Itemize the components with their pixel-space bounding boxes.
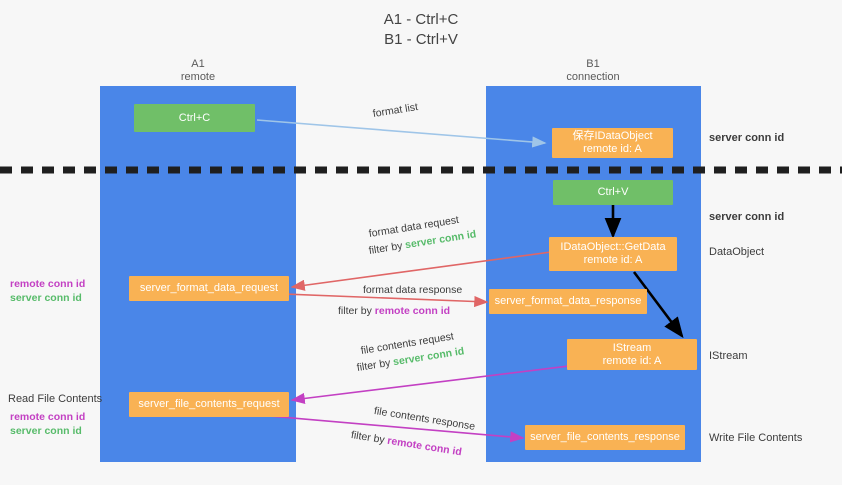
- box-getdata-line2: remote id: A: [583, 254, 643, 266]
- box-ctrl-v[interactable]: Ctrl+V: [553, 180, 673, 205]
- box-server-format-data-request[interactable]: server_format_data_request: [129, 276, 289, 301]
- box-store-idataobject[interactable]: 保存IDataObject remote id: A: [552, 128, 673, 158]
- title-line-2: B1 - Ctrl+V: [384, 31, 458, 48]
- column-header-a1-name: A1: [191, 58, 205, 70]
- label-format-data-response: format data response: [363, 284, 463, 296]
- box-istream-line1: IStream: [612, 341, 652, 354]
- box-getdata[interactable]: IDataObject::GetData remote id: A: [549, 237, 677, 271]
- note-istream: IStream: [709, 350, 748, 362]
- note-read-file-contents: Read File Contents: [8, 393, 103, 405]
- label-file-contents-response: file contents response: [373, 405, 476, 433]
- box-server-format-data-response[interactable]: server_format_data_response: [489, 289, 647, 314]
- box-ctrl-c-label: Ctrl+C: [178, 111, 211, 124]
- filter-prefix: filter by: [350, 429, 389, 447]
- label-format-list: format list: [371, 101, 419, 121]
- note-server-conn-id-top: server conn id: [709, 132, 785, 144]
- box-server-format-data-request-label: server_format_data_request: [139, 282, 279, 294]
- column-header-a1: A1 remote: [118, 58, 278, 84]
- box-server-file-contents-response[interactable]: server_file_contents_response: [525, 425, 685, 450]
- box-istream-line2: remote id: A: [602, 354, 662, 367]
- box-getdata-line1: IDataObject::GetData: [560, 241, 666, 253]
- column-header-b1-name: B1: [586, 58, 600, 70]
- note-write-file-contents: Write File Contents: [709, 432, 803, 444]
- filter-key-remote-conn-id: remote conn id: [386, 434, 463, 459]
- box-istream[interactable]: IStream remote id: A: [567, 339, 697, 370]
- title-line-1: A1 - Ctrl+C: [383, 11, 459, 28]
- label-format-data-response-filter: filter by remote conn id: [338, 305, 450, 318]
- label-file-contents-response-filter: filter by remote conn id: [350, 429, 463, 459]
- box-server-file-contents-request-label: server_file_contents_request: [138, 398, 280, 410]
- note-dataobject: DataObject: [709, 246, 765, 258]
- box-server-file-contents-request[interactable]: server_file_contents_request: [129, 392, 289, 417]
- column-header-a1-sub: remote: [180, 71, 216, 83]
- note-file-server-conn-id: server conn id: [10, 425, 82, 437]
- note-format-remote-conn-id: remote conn id: [10, 278, 86, 290]
- page-title: A1 - Ctrl+C B1 - Ctrl+V: [0, 10, 842, 50]
- box-store-idataobject-line1: 保存IDataObject: [572, 130, 653, 142]
- filter-prefix: filter by: [338, 305, 375, 317]
- box-server-file-contents-response-label: server_file_contents_response: [530, 431, 680, 443]
- note-server-conn-id-mid: server conn id: [709, 211, 785, 223]
- note-format-server-conn-id: server conn id: [10, 292, 82, 304]
- filter-key-remote-conn-id: remote conn id: [374, 305, 451, 317]
- note-file-conn-ids: remote conn id server conn id: [10, 410, 85, 438]
- note-format-conn-ids: remote conn id server conn id: [10, 277, 85, 305]
- box-ctrl-v-label: Ctrl+V: [597, 186, 629, 198]
- note-file-remote-conn-id: remote conn id: [10, 411, 86, 423]
- filter-prefix: filter by: [367, 239, 407, 258]
- filter-prefix: filter by: [355, 356, 395, 375]
- box-server-format-data-response-label: server_format_data_response: [494, 295, 642, 307]
- column-header-b1: B1 connection: [513, 58, 673, 84]
- box-store-idataobject-line2: remote id: A: [583, 143, 642, 155]
- box-ctrl-c[interactable]: Ctrl+C: [134, 104, 255, 132]
- column-header-b1-sub: connection: [566, 71, 620, 83]
